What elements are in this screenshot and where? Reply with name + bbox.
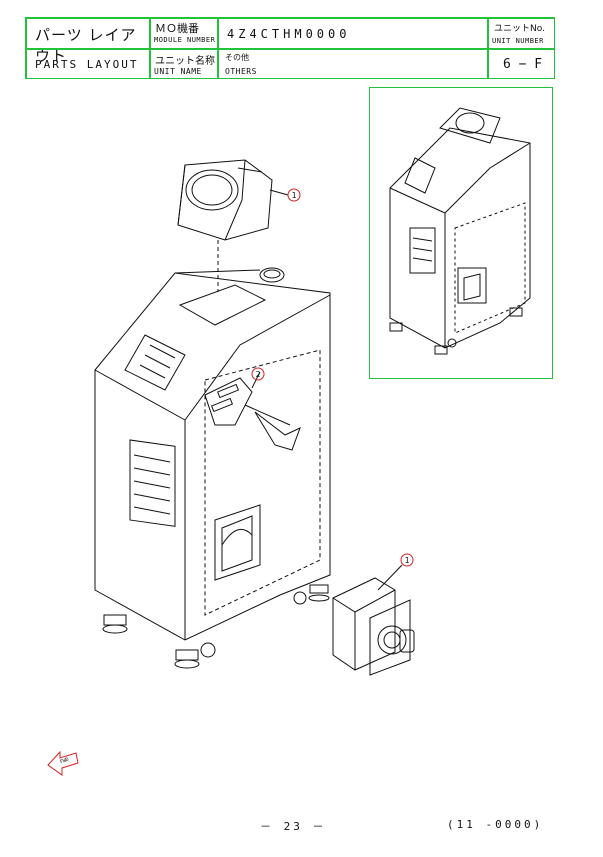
unit-number-cell: 6 − F (488, 49, 555, 79)
title-block: パーツ レイアウト PARTS LAYOUT ＭＯ機番 MODULE NUMBE… (25, 17, 555, 79)
mo-label-en: MODULE NUMBER (154, 36, 216, 44)
callout-1-top-text: 1 (292, 191, 297, 200)
module-number-cell: 4Z4CTHM0000 (218, 18, 488, 49)
callout-2-text: 2 (256, 370, 261, 379)
bowl-part (177, 159, 273, 241)
unit-number: 6 − F (503, 57, 543, 72)
callout-1-bottom-text: 1 (405, 556, 410, 565)
callout-1-top (287, 188, 301, 202)
fwd-arrow-icon (47, 750, 79, 776)
unit-no-label-cell: ユニットNo. UNIT NUMBER (488, 18, 555, 49)
unit-no-label-en: UNIT NUMBER (492, 37, 544, 45)
unit-name-jp: その他 (225, 53, 249, 62)
control-part (204, 371, 301, 451)
parts-layout-en: PARTS LAYOUT (35, 58, 139, 71)
parts-layout-en-cell: PARTS LAYOUT (26, 49, 150, 79)
switch-box (332, 577, 415, 676)
callout-2 (251, 367, 265, 381)
cabinet (94, 267, 331, 669)
document-code: (11 -0000) (447, 818, 544, 831)
cabinet-feet (102, 584, 330, 669)
unit-name-cell: その他 OTHERS (218, 49, 488, 79)
assembled-view-frame (369, 87, 553, 379)
page-number: － 23 － (260, 820, 327, 833)
callout-1-bottom (400, 553, 414, 567)
unit-no-label-jp: ユニットNo. (494, 24, 545, 34)
parts-layout-jp: パーツ レイアウト (35, 26, 137, 65)
module-number: 4Z4CTHM0000 (227, 27, 351, 41)
unit-name-en: OTHERS (225, 67, 257, 76)
parts-layout-jp-cell: パーツ レイアウト (26, 18, 150, 65)
unit-name-label-en: UNIT NAME (154, 67, 202, 76)
mo-label-cell: ＭＯ機番 MODULE NUMBER (150, 18, 218, 49)
unit-name-label-jp: ユニット名称 (155, 56, 215, 67)
mo-label-jp: ＭＯ機番 (155, 22, 199, 35)
assembled-view-drawing (389, 107, 531, 355)
unit-name-label-cell: ユニット名称 UNIT NAME (150, 49, 218, 79)
